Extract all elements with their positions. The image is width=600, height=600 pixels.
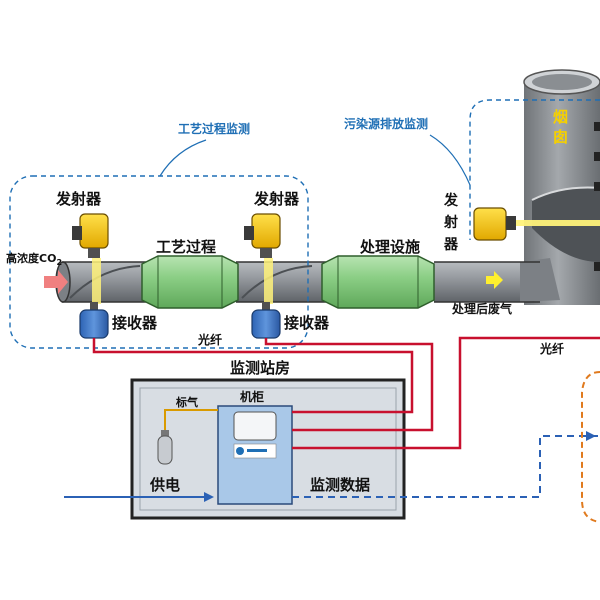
process-monitoring-region [9,175,309,349]
emitter-device-icon [244,213,281,258]
power-arrow-icon [204,492,214,502]
inlet-flow-arrow-icon [44,270,68,294]
flow-arrow-icon [486,271,503,289]
remote-region-edge [581,371,600,523]
receiver-1-label: 接收器 [112,314,158,332]
cabinet-logo-icon [236,447,244,455]
emitter-2-label: 发射器 [253,190,300,208]
emission-leader-line [429,134,471,186]
laser-beam-2 [264,258,273,304]
fiber-label-2: 光纤 [539,341,564,356]
cabinet-logo-text [247,449,267,452]
gas-cylinder-icon [157,430,173,465]
emitter-device-icon [72,213,109,258]
high-co2-label: 高浓度CO2 [6,251,62,267]
emission-monitoring-region [469,99,600,240]
chimney-char-1: 烟 [553,108,568,126]
treated-exhaust-label: 处理后废气 [451,301,512,316]
fiber-optic-lines [92,336,600,450]
laser-beam-1 [92,258,101,304]
craft-process-label: 工艺过程 [156,238,216,256]
treatment-unit [321,255,435,309]
treatment-facility-label: 处理设施 [359,238,420,256]
standard-gas-line [164,409,218,430]
receiver-device-icon [251,302,281,339]
emitter-device-icon [473,207,516,241]
fiber-label-1: 光纤 [197,332,222,347]
cabinet-label: 机柜 [240,389,264,404]
standard-gas-label: 标气 [175,395,198,409]
process-monitoring-title: 工艺过程监测 [178,121,250,136]
station-label: 监测站房 [230,359,290,377]
emitter-3-char-3: 器 [443,237,459,253]
receiver-device-icon [79,302,109,339]
emission-monitoring-title: 污染源排放监测 [344,116,428,131]
receiver-2-label: 接收器 [284,314,330,332]
data-arrow-icon [586,431,596,441]
laser-beam-3 [512,220,600,226]
monitoring-data-label: 监测数据 [310,476,370,494]
emitter-3-char-1: 发 [443,192,459,209]
monitoring-data-line [292,435,600,498]
process-leader-line [159,139,207,177]
emitter-3-char-2: 射 [443,214,458,231]
cabinet-screen [233,411,277,441]
emitter-1-label: 发射器 [55,190,102,208]
process-unit [141,255,239,309]
chimney-char-2: 囱 [553,128,568,146]
power-supply-label: 供电 [149,476,180,494]
